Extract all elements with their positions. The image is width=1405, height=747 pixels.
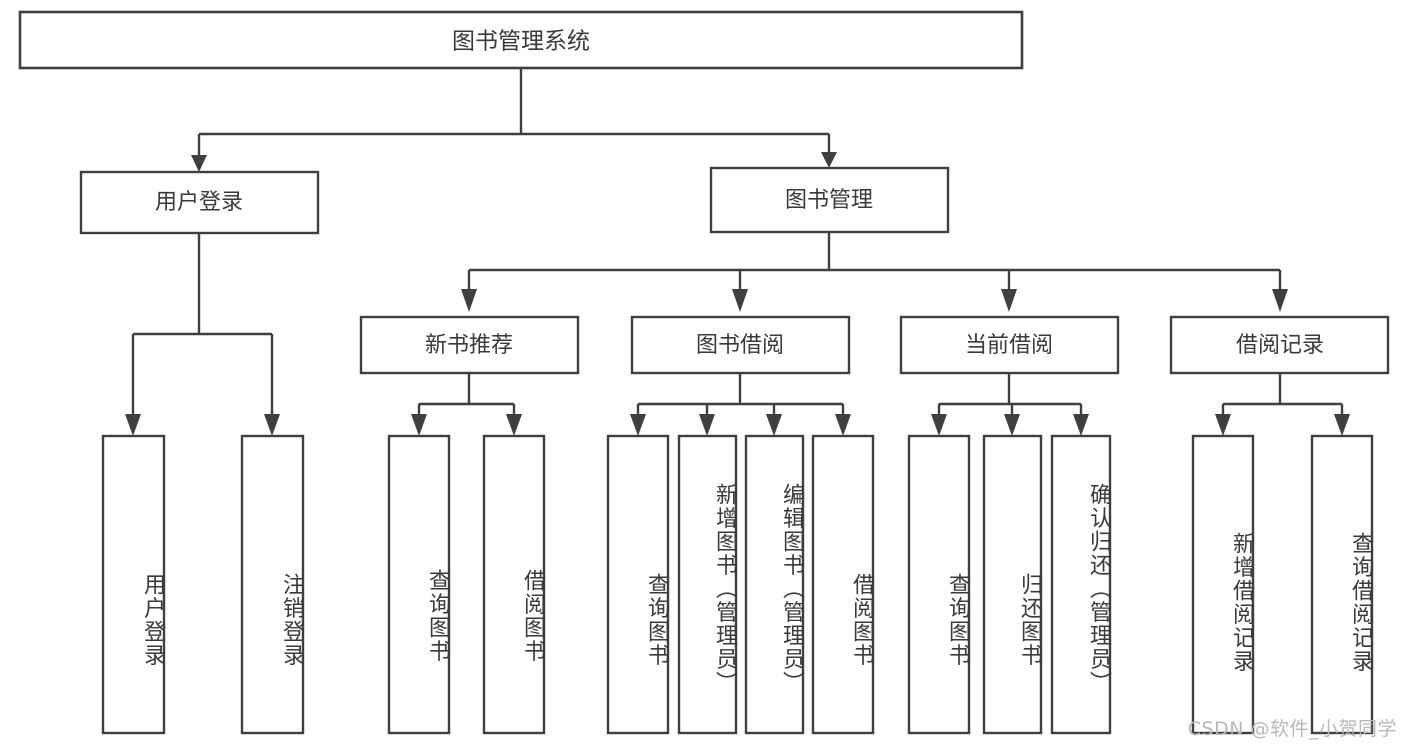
leaf-label-borrow-book-2: 借阅图书 — [849, 572, 874, 667]
csdn-watermark: CSDN @软件_小贺同学 — [1187, 718, 1397, 740]
node-book-borrow-label: 图书借阅 — [696, 333, 784, 358]
node-borrow-record-label: 借阅记录 — [1236, 333, 1324, 358]
arrow-head-leaf-logout-login — [264, 414, 280, 436]
arrow-head-book-management — [821, 152, 837, 168]
leaf-label-return-book: 归还图书 — [1017, 572, 1042, 667]
node-current-borrow-label: 当前借阅 — [965, 333, 1053, 358]
leaf-label-query-book-2: 查询图书 — [644, 572, 669, 667]
arrow-head-leaf-query-book-3 — [931, 414, 947, 436]
arrow-head-leaf-add-record — [1215, 414, 1231, 436]
arrow-head-leaf-borrow-book-1 — [506, 414, 522, 436]
leaf-label-query-book-1: 查询图书 — [425, 568, 450, 663]
node-leaf-return-book-box[interactable] — [982, 434, 1043, 735]
node-leaf-borrow-book-2-box[interactable] — [811, 434, 875, 735]
node-leaf-query-record-box[interactable] — [1310, 434, 1374, 735]
arrow-head-leaf-borrow-book-2 — [835, 414, 851, 436]
arrow-head-leaf-user-login — [125, 414, 141, 436]
node-current-borrow-box[interactable] — [899, 315, 1120, 375]
leaf-label-user-login: 用户登录 — [140, 572, 165, 667]
leaf-label-query-record: 查询借阅记录 — [1348, 532, 1373, 673]
arrow-head-leaf-query-record — [1334, 414, 1350, 436]
node-borrow-record-box[interactable] — [1169, 315, 1390, 375]
node-book-borrow-box[interactable] — [630, 315, 851, 375]
node-book-management-label: 图书管理 — [785, 188, 873, 213]
node-root-label: 图书管理系统 — [452, 29, 590, 55]
arrow-head-leaf-query-book-1 — [411, 414, 427, 436]
leaf-label-edit-book: 编辑图书（管理员） — [779, 482, 804, 695]
arrow-head-user-login — [191, 155, 207, 172]
node-leaf-add-record-box[interactable] — [1191, 434, 1255, 735]
arrow-head-current-borrow — [1001, 289, 1017, 312]
node-leaf-query-book-1-box[interactable] — [387, 434, 451, 735]
node-leaf-logout-login-box[interactable] — [240, 434, 305, 735]
node-leaf-add-book-box[interactable] — [677, 434, 738, 735]
node-root-box[interactable] — [18, 10, 1024, 70]
node-leaf-query-book-2-box[interactable] — [606, 434, 670, 735]
arrow-head-borrow-record — [1272, 289, 1288, 312]
node-new-book-recommend-box[interactable] — [359, 315, 580, 375]
arrow-head-leaf-return-book — [1004, 414, 1020, 436]
node-new-book-recommend-label: 新书推荐 — [425, 333, 513, 358]
leaf-label-logout-login: 注销登录 — [279, 572, 304, 667]
node-leaf-query-book-3-box[interactable] — [907, 434, 971, 735]
arrow-head-leaf-add-book — [699, 414, 715, 436]
node-leaf-edit-book-box[interactable] — [744, 434, 805, 735]
node-user-login-label: 用户登录 — [155, 190, 243, 215]
node-leaf-user-login-box[interactable] — [101, 434, 166, 735]
connectors-layer — [125, 68, 1350, 436]
arrow-head-new-book-recommend — [461, 289, 477, 312]
leaf-label-query-book-3: 查询图书 — [945, 572, 970, 667]
arrow-head-book-borrow — [732, 289, 748, 312]
node-book-management-box[interactable] — [709, 166, 950, 234]
leaf-label-confirm-return: 确认归还（管理员） — [1086, 482, 1111, 695]
arrow-head-leaf-query-book-2 — [630, 414, 646, 436]
leaf-label-add-record: 新增借阅记录 — [1229, 532, 1254, 673]
arrow-head-leaf-confirm-return — [1073, 414, 1089, 436]
node-user-login-box[interactable] — [79, 170, 320, 235]
nodes-layer: 图书管理系统 用户登录 图书管理 新书推荐 图书借阅 当前借阅 借阅记录 — [18, 10, 1390, 735]
arrow-head-leaf-edit-book — [766, 414, 782, 436]
node-leaf-confirm-return-box[interactable] — [1050, 434, 1112, 735]
leaf-label-borrow-book-1: 借阅图书 — [520, 568, 545, 663]
node-leaf-borrow-book-1-box[interactable] — [482, 434, 546, 735]
leaf-label-add-book: 新增图书（管理员） — [712, 482, 737, 695]
